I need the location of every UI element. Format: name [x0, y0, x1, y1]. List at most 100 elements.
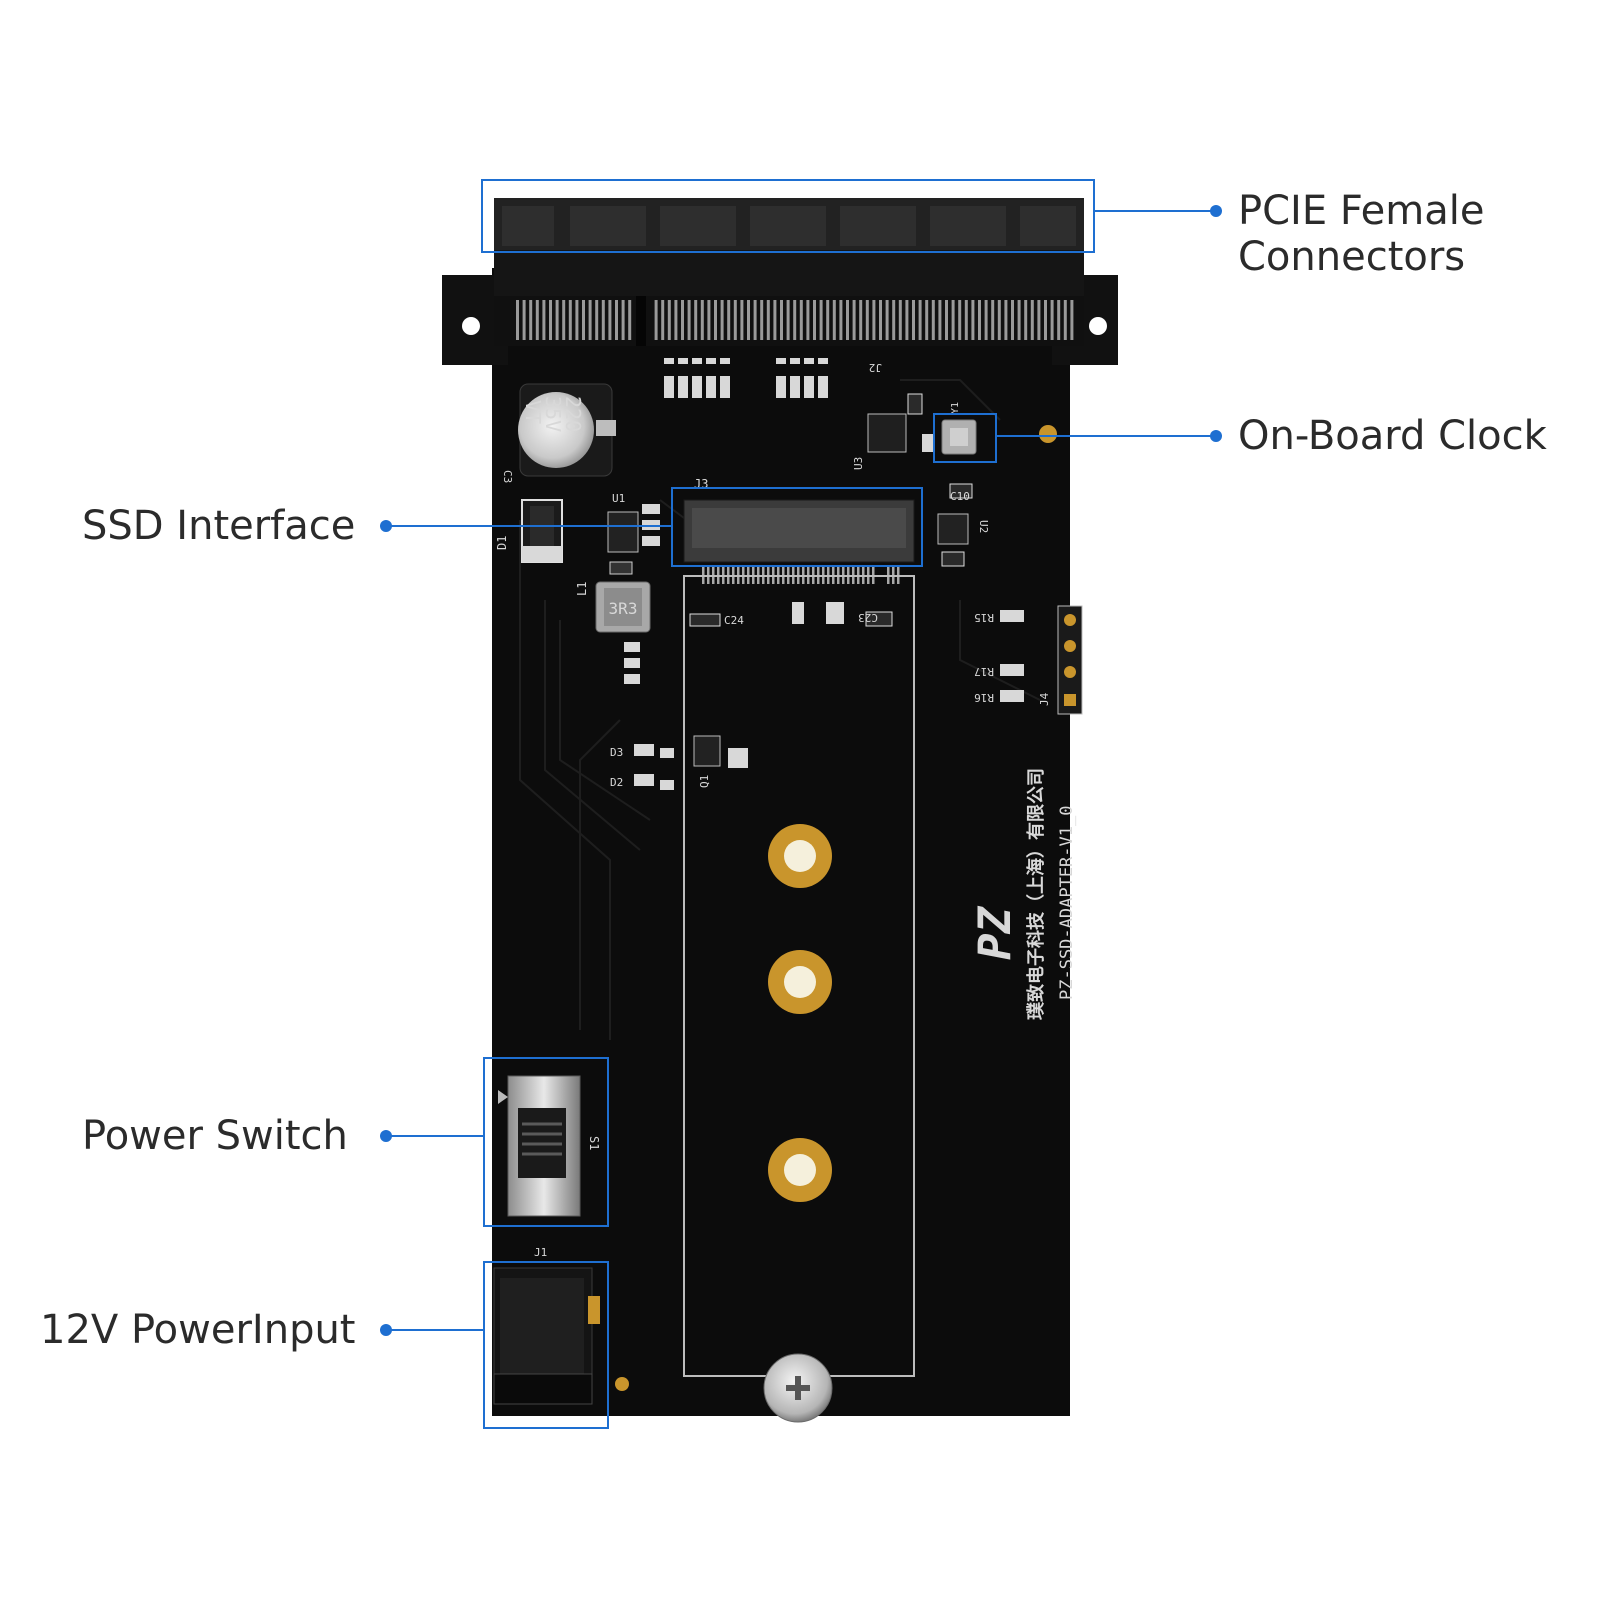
pcie-pin: [661, 300, 665, 340]
pcie-pin: [760, 300, 764, 340]
label-u2: U2: [977, 520, 990, 533]
pcie-pin: [859, 300, 863, 340]
silkscreen-labels: J2 U1 U2 U3 C3 C10 C23 C24 R15 R17 R16 D…: [501, 361, 994, 789]
pcie-pin: [819, 300, 823, 340]
label-s1: S1: [587, 1136, 601, 1150]
pcie-pin: [971, 300, 975, 340]
highlight-switch: [483, 1057, 609, 1227]
pcie-pin: [582, 300, 585, 340]
pcie-pin: [865, 300, 869, 340]
standoff-pads: [768, 824, 832, 1202]
pcie-pin: [687, 300, 691, 340]
pcie-pin: [621, 300, 625, 340]
dc-barrel-jack: J1: [493, 1246, 600, 1405]
pcie-pin: [786, 300, 790, 340]
label-r17: R17: [974, 665, 994, 678]
pcie-pin: [832, 300, 836, 340]
silkscreen-company: 璞致电子科技（上海）有限公司: [1025, 768, 1047, 1020]
callout-pcie-line2: Connectors: [1238, 234, 1466, 280]
pcie-pin: [535, 300, 539, 340]
callout-pcie: PCIE Female Connectors: [1238, 188, 1484, 280]
pcie-pin: [608, 300, 612, 340]
pcie-pin: [588, 300, 592, 340]
clock-crystal: Y1: [941, 402, 977, 455]
pcb-traces: [519, 379, 1041, 1040]
label-r15: R15: [974, 611, 994, 624]
pcie-pin: [766, 300, 770, 340]
pcie-pin: [964, 300, 968, 340]
leader-dots: [380, 205, 1222, 1336]
callout-pcie-line1: PCIE Female: [1238, 188, 1485, 234]
pcie-pin: [667, 300, 671, 340]
highlight-clock: [933, 413, 997, 463]
pcie-pin: [885, 300, 889, 340]
power-switch: S1: [498, 1075, 601, 1217]
pcie-pin: [978, 300, 981, 340]
label-u3: U3: [852, 457, 865, 470]
pcie-pin: [568, 300, 572, 340]
pcie-pin: [912, 300, 915, 340]
label-d3: D3: [610, 746, 623, 759]
pcie-pin: [575, 300, 579, 340]
pcie-pin: [846, 300, 849, 340]
highlight-pcie: [481, 179, 1095, 253]
label-y1: Y1: [950, 402, 961, 414]
label-u1: U1: [612, 492, 625, 505]
pcie-pin: [945, 300, 948, 340]
pcie-pin: [707, 300, 711, 340]
pcie-pin: [727, 300, 731, 340]
pcie-pin: [733, 300, 737, 340]
pcie-pin: [826, 300, 830, 340]
pcie-pin: [984, 300, 988, 340]
ssd-screw: [763, 1353, 833, 1423]
pcie-pin: [793, 300, 797, 340]
pcie-pin: [628, 300, 632, 340]
callout-ssd: SSD Interface: [82, 503, 356, 549]
electrolytic-capacitor: 220 35V VT: [518, 383, 616, 477]
silkscreen-branding: 璞致电子科技（上海）有限公司 PZ-SSD-ADAPTER-V1_0 PZ: [970, 768, 1077, 1020]
capacitor-voltage: 35V: [541, 396, 565, 432]
mount-hole-left: [462, 317, 480, 335]
pcie-pin: [753, 300, 757, 340]
label-l1: L1: [575, 582, 589, 596]
pcie-pin: [529, 300, 533, 340]
pcie-pin: [720, 300, 724, 340]
header-j4: J4: [1038, 605, 1083, 715]
pcie-pin: [839, 300, 843, 340]
pcie-pin: [1070, 300, 1074, 340]
pcie-pin: [595, 300, 599, 340]
pcie-pin: [694, 300, 698, 340]
callout-power: 12V PowerInput: [40, 1307, 356, 1353]
pcie-pin: [997, 300, 1001, 340]
pcb-board: 220 35V VT D1 3R3 L1: [442, 198, 1118, 1423]
label-c24: C24: [724, 614, 744, 627]
pcie-pin: [1037, 300, 1041, 340]
pcie-pin: [852, 300, 856, 340]
pcie-pin: [813, 300, 816, 340]
pz-logo: PZ: [970, 906, 1021, 960]
pcie-pin: [740, 300, 744, 340]
label-r16: R16: [974, 691, 994, 704]
pcie-pin: [918, 300, 922, 340]
label-j4: J4: [1038, 692, 1051, 706]
pcie-pin: [1017, 300, 1021, 340]
pcie-pin: [714, 300, 717, 340]
pcie-pin: [674, 300, 678, 340]
pcie-pin: [1004, 300, 1008, 340]
pcie-pin: [1063, 300, 1067, 340]
pcie-pin: [898, 300, 902, 340]
label-c23: C23: [858, 611, 878, 624]
silkscreen-model: PZ-SSD-ADAPTER-V1_0: [1057, 806, 1077, 1000]
pcie-pin: [958, 300, 962, 340]
inductor-value: 3R3: [609, 599, 638, 618]
label-d1: D1: [495, 536, 509, 550]
pcie-pin: [806, 300, 810, 340]
pcie-pin: [1044, 300, 1047, 340]
pcie-pin: [879, 300, 882, 340]
pcie-pin: [700, 300, 704, 340]
capacitor-series: VT: [521, 400, 545, 424]
pcie-pin: [555, 300, 559, 340]
pcie-pin: [549, 300, 552, 340]
label-d2: D2: [610, 776, 623, 789]
